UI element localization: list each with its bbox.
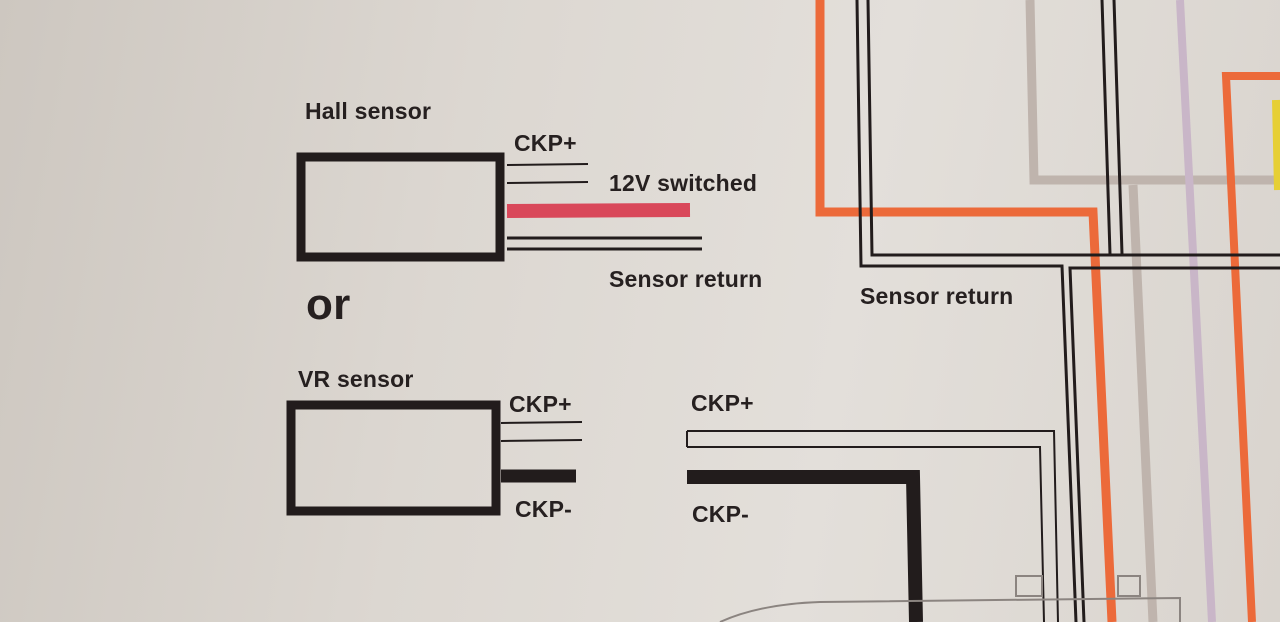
hall-ckp-plus-wire-1 (506, 163, 589, 166)
ecu-connector-pin-2 (1117, 575, 1141, 597)
connector-ckp-plus-wire-inner (687, 446, 1045, 622)
harness-violet-wire (1176, 0, 1216, 622)
connector-ckp-minus-label: CKP- (692, 501, 750, 527)
hall-ckp-plus-label: CKP+ (514, 130, 577, 156)
hall-supply-wire (506, 203, 691, 218)
harness-black-wire-1b (866, 0, 1280, 257)
harness-black-wire-2 (1068, 266, 1280, 622)
harness-orange-wire-1 (815, 0, 1117, 622)
vr-ckp-minus-label: CKP- (515, 496, 573, 522)
ecu-connector-pin-1 (1015, 575, 1043, 597)
harness-black-wire-3a (1100, 0, 1112, 255)
vr-sensor-box (286, 400, 501, 516)
vr-ckp-plus-wire-2 (500, 439, 583, 442)
connector-ckp-plus-wire-outer (687, 430, 1059, 622)
harness-yellow-wire (1272, 99, 1280, 191)
harness-black-wire-1a (855, 0, 1078, 622)
hall-ckp-plus-wire-2 (506, 181, 589, 184)
or-separator: or (306, 280, 351, 329)
connector-ckp-minus-wire (687, 470, 923, 622)
harness-grey-wire-2 (1128, 184, 1158, 622)
vr-ckp-plus-label: CKP+ (509, 391, 572, 417)
hall-sensor-title: Hall sensor (305, 98, 432, 124)
vr-sensor-title: VR sensor (298, 366, 414, 392)
harness-black-wire-3b (1112, 0, 1124, 255)
hall-return-label: Sensor return (609, 266, 763, 292)
connector-ckp-plus-label: CKP+ (691, 390, 754, 416)
ecu-connector-outline (719, 596, 1181, 622)
harness-orange-wire-2 (1221, 72, 1280, 622)
harness-grey-wire-1 (1025, 0, 1280, 185)
hall-supply-label: 12V switched (609, 170, 758, 196)
vr-ckp-plus-wire-1 (500, 421, 583, 424)
hall-sensor-box (296, 152, 505, 262)
harness-return-label: Sensor return (860, 283, 1014, 309)
